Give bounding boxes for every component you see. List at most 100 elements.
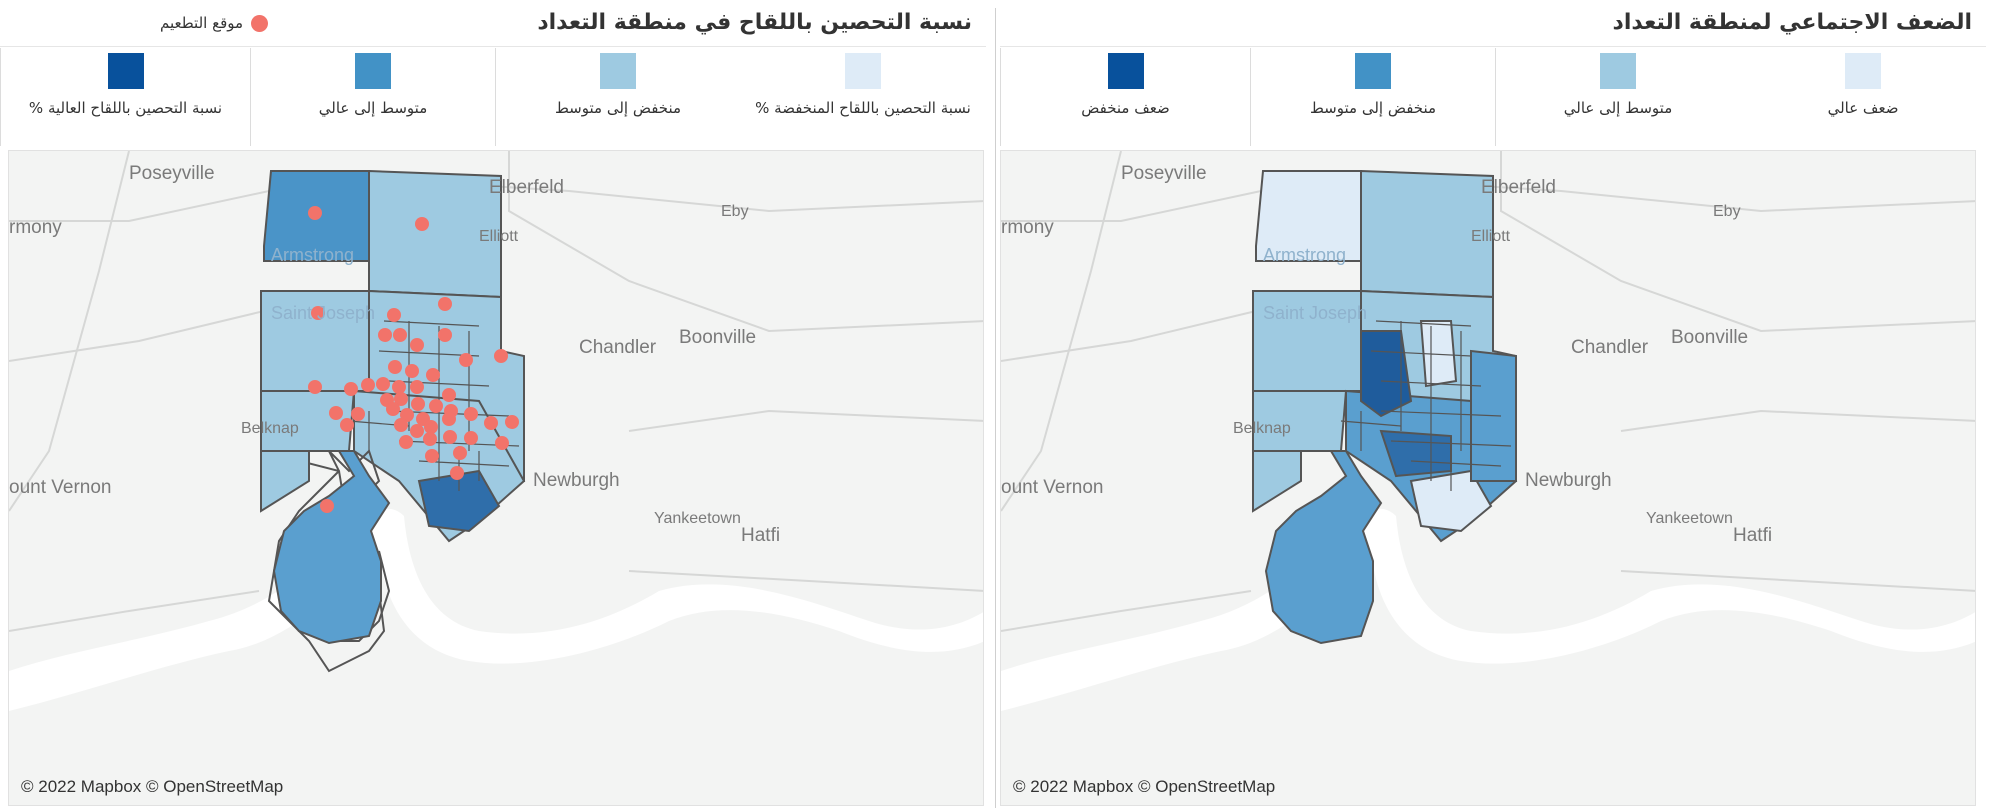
legend-swatch-mid-high (355, 53, 391, 89)
vaccination-site[interactable] (340, 418, 354, 432)
vaccination-site[interactable] (393, 328, 407, 342)
legend-swatch-q3 (1355, 53, 1391, 89)
social-vulnerability-panel: الضعف الاجتماعي لمنطقة التعداد ضعف عالي … (1000, 0, 1986, 812)
vaccination-site[interactable] (443, 430, 457, 444)
vaccination-site[interactable] (388, 360, 402, 374)
legend-label: ضعف منخفض (1081, 99, 1170, 117)
vaccination-site[interactable] (423, 432, 437, 446)
place-label: Elberfeld (489, 177, 564, 198)
vaccination-site[interactable] (320, 499, 334, 513)
vaccination-site[interactable] (394, 392, 408, 406)
panel-title: نسبة التحصين باللقاح في منطقة التعداد (537, 10, 972, 35)
map-attribution[interactable]: © 2022 Mapbox © OpenStreetMap (1013, 777, 1276, 796)
legend-item-high: نسبة التحصين باللقاح العالية % (0, 48, 250, 146)
tract-southeast[interactable] (417, 469, 501, 533)
legend-swatch-low-mid (600, 53, 636, 89)
vaccination-site[interactable] (311, 306, 325, 320)
vaccination-site[interactable] (495, 436, 509, 450)
map-canvas[interactable]: Poseyville Elberfeld Eby rmony Elliott A… (9, 151, 984, 806)
vaccination-site[interactable] (442, 412, 456, 426)
vaccination-site[interactable] (494, 349, 508, 363)
vaccination-site[interactable] (361, 378, 375, 392)
place-label: Elberfeld (1481, 177, 1556, 198)
vaccination-site[interactable] (415, 217, 429, 231)
vaccination-site[interactable] (399, 435, 413, 449)
tract-borders (1340, 320, 1512, 491)
vaccination-site[interactable] (386, 402, 400, 416)
legend-swatch-high (107, 53, 144, 89)
vaccination-site[interactable] (464, 431, 478, 445)
vaccination-site[interactable] (392, 380, 406, 394)
vaccination-site[interactable] (426, 368, 440, 382)
vaccination-site[interactable] (484, 416, 498, 430)
legend-label: متوسط إلى عالي (318, 99, 428, 117)
title-rule (0, 46, 986, 47)
vaccination-rate-panel: نسبة التحصين باللقاح في منطقة التعداد مو… (0, 0, 986, 812)
tract-west-river[interactable] (1253, 450, 1383, 645)
vaccination-site[interactable] (410, 380, 424, 394)
vaccination-site[interactable] (442, 388, 456, 402)
vaccination-site[interactable] (453, 446, 467, 460)
map-canvas[interactable]: Poseyville Elberfeld Eby rmony Elliott A… (1001, 151, 1976, 806)
vaccination-site[interactable] (308, 206, 322, 220)
legend-item-mid-high: متوسط إلى عالي (250, 48, 495, 146)
vaccination-site[interactable] (376, 377, 390, 391)
ohio-river (9, 508, 983, 711)
map-vulnerability[interactable]: Poseyville Elberfeld Eby rmony Elliott A… (1000, 150, 1976, 806)
tract-southeast[interactable] (1409, 469, 1493, 533)
place-label: Poseyville (1121, 163, 1207, 184)
legend-label: ضعف عالي (1827, 99, 1899, 117)
tract-perry[interactable] (260, 450, 310, 513)
place-label: Chandler (1571, 337, 1649, 358)
vaccination-site[interactable] (351, 407, 365, 421)
place-label: Saint Joseph (271, 303, 375, 323)
legend-item-mid-high: متوسط إلى عالي (1495, 48, 1740, 146)
legend-swatch-q4 (1107, 53, 1144, 89)
place-label: Armstrong (1263, 245, 1346, 265)
vaccination-site[interactable] (410, 338, 424, 352)
place-label: Elliott (1471, 228, 1511, 245)
vaccination-site[interactable] (394, 418, 408, 432)
vaccination-site[interactable] (505, 415, 519, 429)
tract-downtown[interactable] (1360, 330, 1413, 418)
place-label: Newburgh (1525, 470, 1612, 491)
vaccination-site[interactable] (387, 308, 401, 322)
legend-label: منخفض إلى متوسط (554, 99, 682, 117)
place-label: Elliott (479, 228, 519, 245)
vaccination-site[interactable] (429, 399, 443, 413)
place-label: Hatfi (741, 525, 780, 546)
vaccination-site[interactable] (424, 420, 438, 434)
vaccination-site[interactable] (329, 406, 343, 420)
census-tracts[interactable] (1252, 169, 1518, 645)
tract-perry[interactable] (1252, 450, 1302, 513)
place-label: Armstrong (271, 245, 354, 265)
vaccination-site[interactable] (438, 328, 452, 342)
tract-west-river[interactable] (261, 450, 391, 645)
map-vaccination[interactable]: Poseyville Elberfeld Eby rmony Elliott A… (8, 150, 984, 806)
place-label: Boonville (679, 327, 756, 348)
vaccination-site[interactable] (308, 380, 322, 394)
vaccination-site[interactable] (411, 397, 425, 411)
vaccination-sites[interactable] (308, 206, 519, 513)
vaccination-site[interactable] (464, 407, 478, 421)
legend-label: منخفض إلى متوسط (1309, 99, 1437, 117)
map-attribution[interactable]: © 2022 Mapbox © OpenStreetMap (21, 777, 284, 796)
legend-item-high-vulnerability: ضعف عالي (1740, 48, 1986, 146)
tract-armstrong[interactable] (1255, 170, 1362, 262)
place-label: Eby (721, 203, 749, 220)
place-label: Belknap (1233, 420, 1291, 437)
ohio-river (1001, 508, 1975, 711)
place-label: Hatfi (1733, 525, 1772, 546)
title-rule (1000, 46, 1986, 47)
vaccination-site[interactable] (425, 449, 439, 463)
vaccination-site[interactable] (438, 297, 452, 311)
vaccination-site[interactable] (378, 328, 392, 342)
vaccination-site[interactable] (459, 353, 473, 367)
vaccination-site[interactable] (405, 364, 419, 378)
vaccination-site[interactable] (410, 424, 424, 438)
vaccination-site[interactable] (450, 466, 464, 480)
tract-northeast-core[interactable] (1419, 320, 1458, 388)
legend-label: نسبة التحصين باللقاح العالية % (28, 99, 223, 117)
vaccination-site[interactable] (344, 382, 358, 396)
place-label: Boonville (1671, 327, 1748, 348)
